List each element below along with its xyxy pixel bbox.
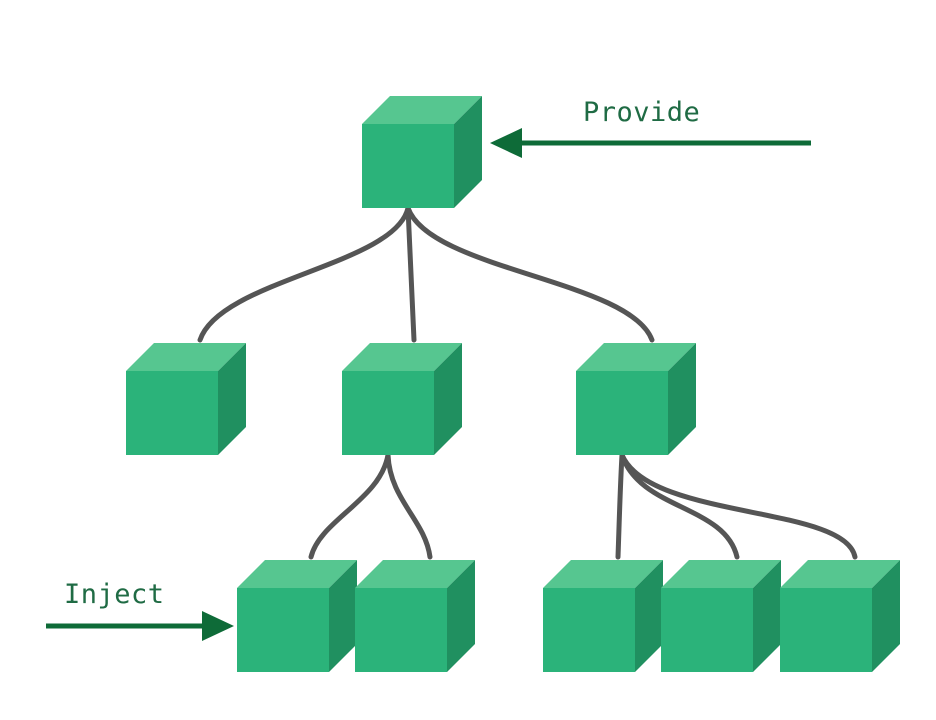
connector-root-left xyxy=(197,205,411,343)
leaf-component-cube-3 xyxy=(543,560,663,672)
inject-arrow xyxy=(46,611,234,641)
leaf-component-cube-5 xyxy=(780,560,900,672)
connector-right-leaf3 xyxy=(615,452,625,560)
leaf-component-cube-4 xyxy=(661,560,781,672)
root-component-cube xyxy=(362,96,482,208)
inject-label: Inject xyxy=(64,579,165,610)
provide-label: Provide xyxy=(583,97,701,128)
connector-middle-leaf1 xyxy=(308,452,391,560)
connector-root-middle xyxy=(405,205,417,343)
child-component-cube-middle xyxy=(342,343,462,455)
child-component-cube-left xyxy=(126,343,246,455)
connector-middle-leaf2 xyxy=(385,452,433,560)
connector-right-leaf5 xyxy=(619,452,858,560)
provide-arrow xyxy=(490,128,811,158)
connector-right-leaf4 xyxy=(619,452,740,560)
leaf-component-cube-1 xyxy=(237,560,357,672)
leaf-component-cube-2 xyxy=(355,560,475,672)
connectors xyxy=(197,205,858,560)
child-component-cube-right xyxy=(576,343,696,455)
connector-root-right xyxy=(405,205,655,343)
